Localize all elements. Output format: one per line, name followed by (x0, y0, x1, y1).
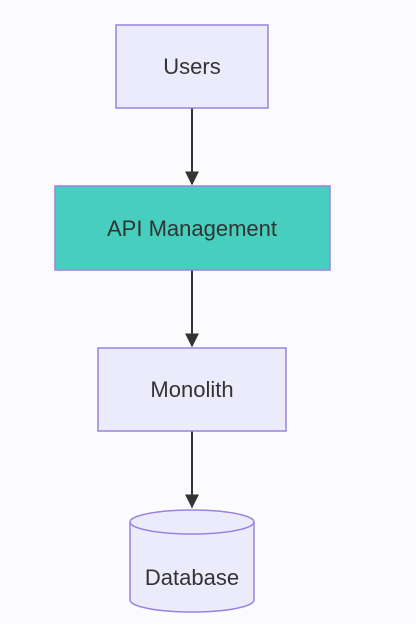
node-database-label: Database (145, 565, 239, 590)
node-database-cylinder (129, 509, 255, 613)
node-database-cylinder-rim (129, 521, 255, 535)
node-monolith-label: Monolith (150, 377, 233, 402)
node-database: Database (129, 509, 255, 613)
node-users-label: Users (163, 54, 220, 79)
node-monolith-box (97, 347, 287, 432)
node-api-management: API Management (54, 185, 331, 271)
node-api-management-box (54, 185, 331, 271)
node-users-box (115, 24, 269, 109)
node-api-management-label: API Management (107, 216, 277, 241)
node-users: Users (115, 24, 269, 109)
node-monolith: Monolith (97, 347, 287, 432)
